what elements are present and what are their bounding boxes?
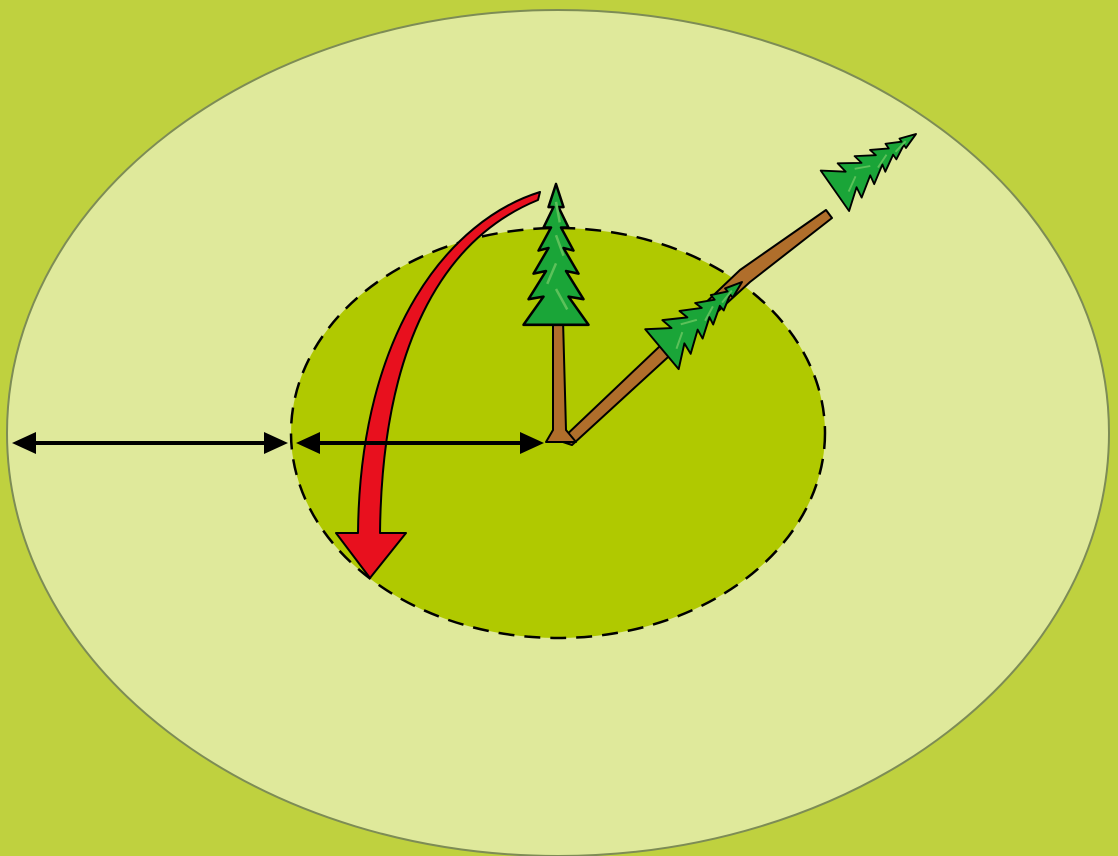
curved-arrow-icon <box>335 191 541 579</box>
double-headed-arrow-icon <box>12 432 288 454</box>
double-headed-arrow-icon <box>296 432 544 454</box>
